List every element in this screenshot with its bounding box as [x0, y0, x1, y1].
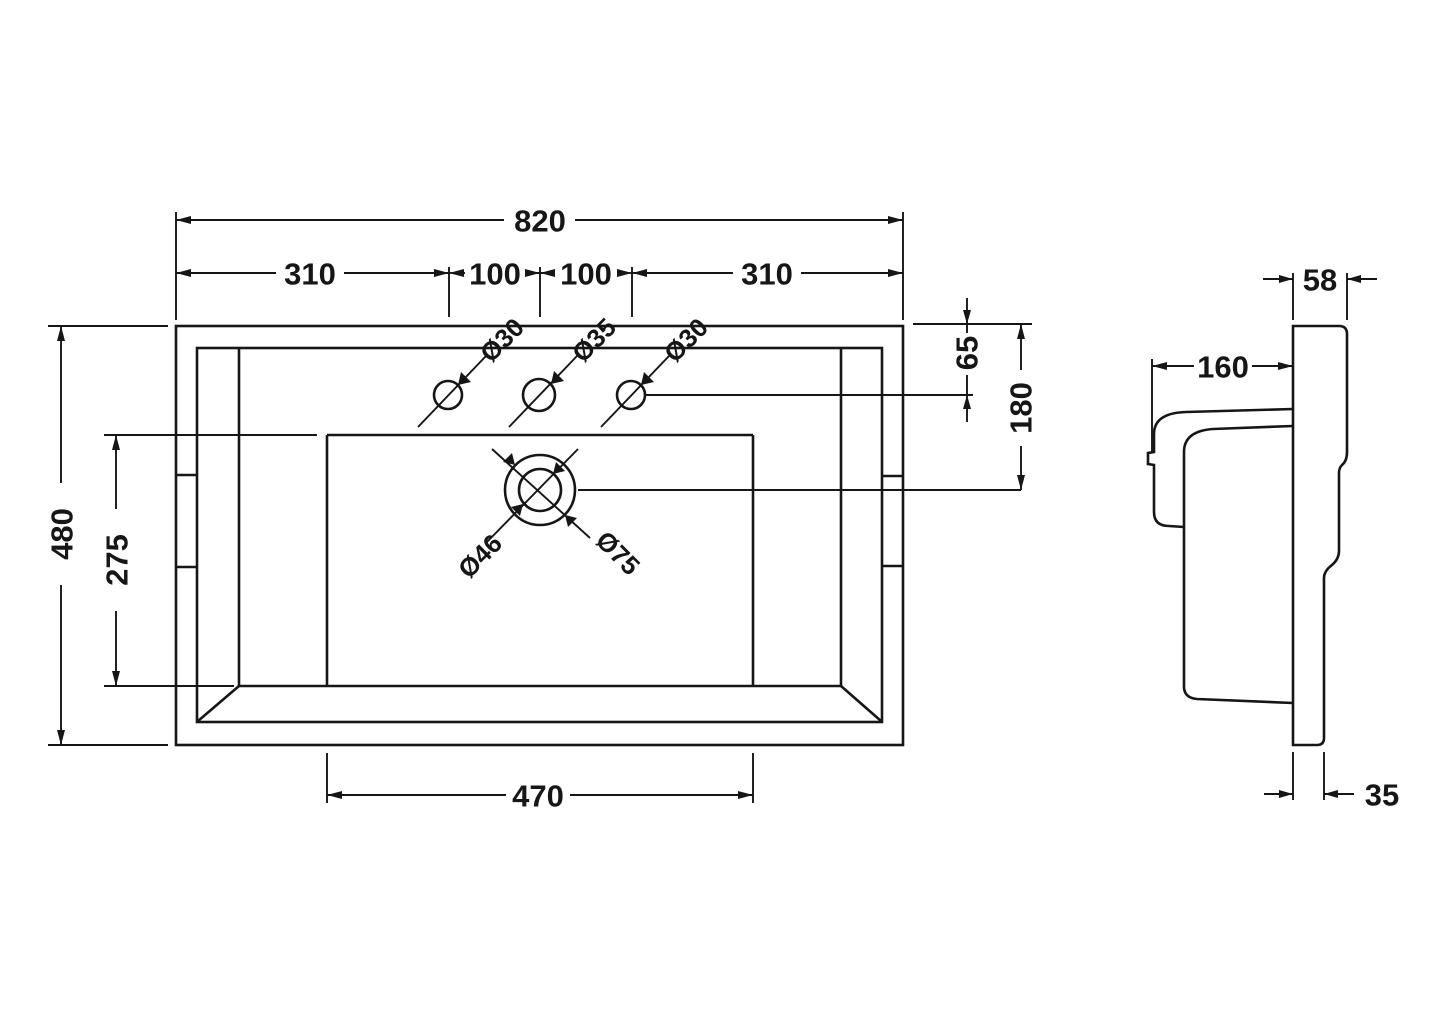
dim-hole-spacing: 310 100 100 310: [176, 257, 903, 317]
waste-inner-arrowhead-lower: [511, 504, 523, 516]
tap-middle-leader-arrowhead: [551, 371, 564, 384]
dim-overall-depth-label: 480: [45, 508, 80, 560]
dim-mid-right-spacing-label: 100: [560, 257, 612, 292]
tap-holes: Ø30 Ø35 Ø30: [417, 312, 714, 428]
waste-outer-arrowhead-lower: [565, 515, 577, 527]
waste-inner-leader-line: [485, 448, 579, 544]
waste-inner-arrowhead-upper: [553, 462, 565, 474]
dim-bowl-depth: 275: [100, 434, 317, 687]
dim-side-top-depth: 58: [1263, 263, 1377, 320]
tap-left-leader-line: [417, 355, 487, 428]
side-bowl-outer-profile: [1146, 407, 1294, 529]
dim-side-top-depth-label: 58: [1303, 263, 1337, 298]
dim-bowl-width: 470: [326, 753, 754, 814]
dim-waste-offset: 180: [578, 324, 1039, 491]
waste-hole: Ø46 Ø75: [452, 448, 646, 584]
dim-side-bowl-depth: 160: [1151, 350, 1293, 452]
side-slab-outline: [1291, 324, 1349, 747]
dim-bowl-width-label: 470: [512, 779, 564, 814]
waste-outer-diameter-label: Ø75: [590, 525, 646, 581]
dim-overall-depth: 480: [45, 325, 168, 746]
waste-outer-arrowhead-upper: [503, 453, 515, 465]
dim-right-spacing-label: 310: [741, 257, 793, 292]
bowl-right-chamfer: [840, 685, 882, 722]
plan-outer-edge: [174, 324, 905, 747]
waste-outer-circle: [503, 453, 577, 527]
dim-side-bottom-depth: 35: [1264, 752, 1399, 813]
waste-outer-leader-line: [491, 448, 591, 539]
tap-left-leader-arrowhead: [458, 372, 471, 385]
dim-tap-offset-label: 65: [950, 336, 985, 370]
waste-inner-diameter-label: Ø46: [452, 528, 508, 584]
dim-mid-left-spacing-label: 100: [469, 257, 521, 292]
tap-right-leader-line: [600, 355, 670, 428]
dim-overall-width: 820: [175, 204, 904, 320]
bowl-left-chamfer: [197, 685, 240, 722]
tap-hole-left: [432, 379, 464, 411]
dim-waste-offset-label: 180: [1004, 382, 1039, 434]
dim-tap-offset: 65: [645, 298, 1032, 422]
tap-right-leader-arrowhead: [641, 372, 654, 385]
side-bowl-inner-profile: [1182, 424, 1294, 705]
tap-middle-leader-line: [508, 355, 578, 428]
waste-inner-circle: [517, 467, 563, 513]
dim-bowl-depth-label: 275: [100, 534, 135, 586]
tap-hole-middle: [521, 377, 557, 413]
dim-left-spacing-label: 310: [284, 257, 336, 292]
side-view: 58 160 35: [1146, 263, 1399, 813]
dim-side-bowl-depth-label: 160: [1197, 350, 1249, 385]
dim-side-bottom-depth-label: 35: [1365, 778, 1399, 813]
plan-basin-outline: [174, 324, 905, 747]
plan-rim-inner-edge: [195, 346, 884, 724]
side-profile-outline: [1146, 324, 1349, 747]
plan-view: Ø30 Ø35 Ø30 Ø46 Ø75 820: [45, 204, 1039, 814]
dim-overall-width-label: 820: [514, 204, 566, 239]
